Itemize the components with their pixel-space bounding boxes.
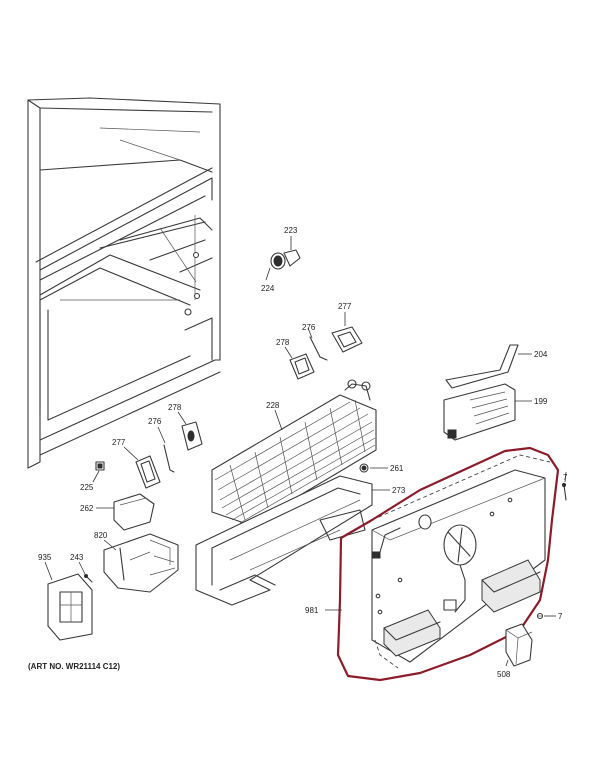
part-981-fan-assembly <box>371 454 551 669</box>
callout-228: 228 <box>266 401 280 410</box>
highlight-outline-981 <box>336 446 560 682</box>
callout-273: 273 <box>392 486 406 495</box>
part-278-gasket-upper <box>289 353 315 380</box>
part-276-wire-upper <box>309 336 328 361</box>
part-261-fitting <box>359 463 369 473</box>
callout-7-upper: 7 <box>563 473 568 482</box>
part-7-screw-upper <box>561 482 567 501</box>
part-225-connector <box>95 461 105 471</box>
callout-277-upper: 277 <box>338 302 352 311</box>
callout-199: 199 <box>534 397 548 406</box>
callout-225: 225 <box>80 483 94 492</box>
callout-820: 820 <box>94 531 108 540</box>
callout-7-lower: 7 <box>558 612 563 621</box>
callout-981: 981 <box>305 606 319 615</box>
callout-276-upper: 276 <box>302 323 316 332</box>
callout-261: 261 <box>390 464 404 473</box>
callout-278-lower: 278 <box>168 403 182 412</box>
callout-224: 224 <box>261 284 275 293</box>
callout-204: 204 <box>534 350 548 359</box>
part-935-panel <box>47 573 93 641</box>
part-820-ice-maker <box>103 533 179 593</box>
part-508-cover <box>505 623 533 667</box>
part-262-bracket <box>113 493 155 531</box>
freezer-cabinet <box>27 97 221 469</box>
part-223-224-light-socket <box>270 249 301 270</box>
callout-243: 243 <box>70 553 84 562</box>
part-276-wire-lower <box>163 444 175 473</box>
part-228-evaporator <box>211 379 377 526</box>
callout-935: 935 <box>38 553 52 562</box>
part-7-screw-lower <box>536 612 544 620</box>
part-278-gasket-lower <box>181 421 203 451</box>
part-199-cover <box>443 383 516 441</box>
callout-277-lower: 277 <box>112 438 126 447</box>
part-243-screw <box>84 574 93 583</box>
callout-508: 508 <box>497 670 511 679</box>
callout-278-upper: 278 <box>276 338 290 347</box>
part-277-grommet-lower <box>135 455 161 489</box>
part-273-drain-pan <box>195 475 373 606</box>
part-204-tube <box>445 344 519 389</box>
part-277-grommet-upper <box>331 326 363 353</box>
callout-276-lower: 276 <box>148 417 162 426</box>
art-number: (ART NO. WR21114 C12) <box>28 662 120 671</box>
callout-262: 262 <box>80 504 94 513</box>
callout-223: 223 <box>284 226 298 235</box>
